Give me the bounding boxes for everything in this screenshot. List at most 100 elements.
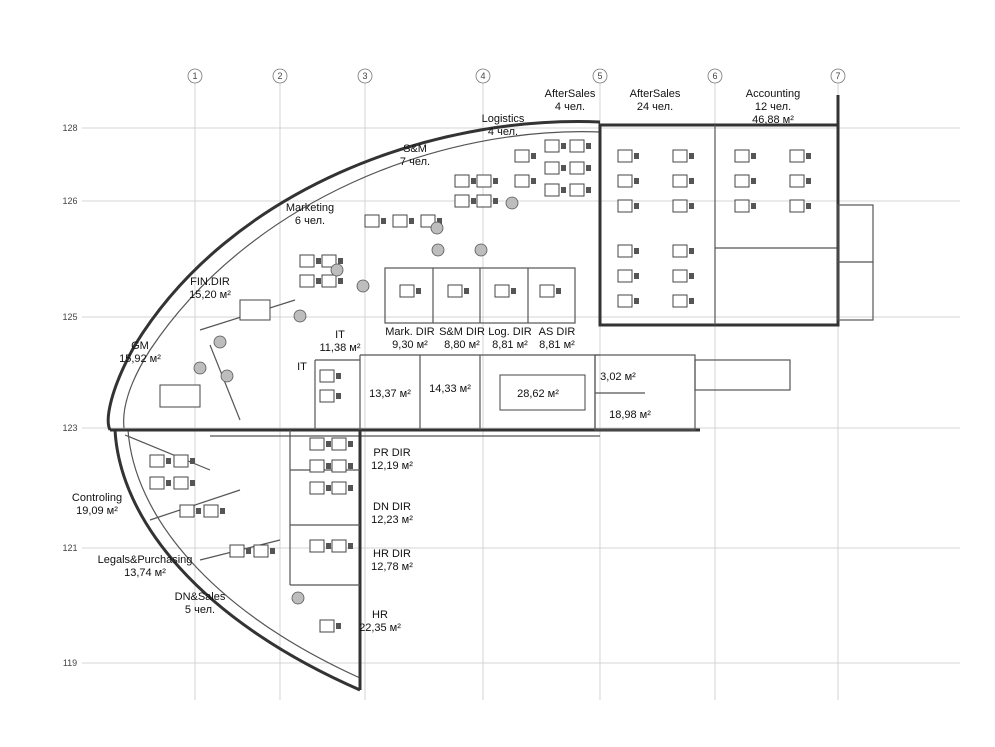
desk xyxy=(514,149,530,163)
grid-label-col: 1 xyxy=(192,71,197,81)
column-pillar xyxy=(505,196,519,210)
room-label-aftersales-4: 4 чел. xyxy=(555,101,585,113)
desk xyxy=(179,504,195,518)
room-label-fin-dir: FIN.DIR xyxy=(190,276,230,288)
fin-desk xyxy=(239,299,271,321)
room-label-pr-dir: PR DIR xyxy=(373,447,410,459)
grid-label-row: 121 xyxy=(62,543,77,553)
room-label-dn-sales: 5 чел. xyxy=(185,604,215,616)
chair xyxy=(751,203,756,209)
column-pillar xyxy=(330,263,344,277)
room-label-mark-dir: 9,30 м² xyxy=(392,339,428,351)
gm-wall xyxy=(209,344,241,421)
chair xyxy=(561,165,566,171)
desk xyxy=(309,539,325,553)
desk xyxy=(617,244,633,258)
room-label-it-room: 11,38 м² xyxy=(320,342,361,354)
room-label-legals: 13,74 м² xyxy=(124,567,166,579)
room-label-room-302: 3,02 м² xyxy=(600,371,636,383)
desk xyxy=(544,139,560,153)
room-label-fin-dir: 15,20 м² xyxy=(189,289,231,301)
room-label-meeting: 28,62 м² xyxy=(517,388,559,400)
chair xyxy=(689,273,694,279)
desk xyxy=(392,214,408,228)
desk xyxy=(494,284,510,298)
desk xyxy=(319,619,335,633)
meeting-table xyxy=(499,374,586,411)
chair xyxy=(634,153,639,159)
desk xyxy=(617,199,633,213)
desk xyxy=(253,544,269,558)
room-label-log-dir: Log. DIR xyxy=(488,326,531,338)
desk xyxy=(331,481,347,495)
desk xyxy=(447,284,463,298)
desk xyxy=(544,161,560,175)
desk xyxy=(173,476,189,490)
desk xyxy=(789,149,805,163)
chair xyxy=(190,458,195,464)
room-label-accounting: 12 чел. xyxy=(755,101,791,113)
room-label-controling: 19,09 м² xyxy=(76,505,118,517)
chair xyxy=(689,178,694,184)
room-label-mark-dir: Mark. DIR xyxy=(385,326,435,338)
column-pillar xyxy=(220,369,234,383)
chair xyxy=(326,543,331,549)
room-label-room-1337: 13,37 м² xyxy=(369,388,411,400)
chair xyxy=(689,153,694,159)
grid-label-row: 126 xyxy=(62,196,77,206)
room-label-marketing: 6 чел. xyxy=(295,215,325,227)
desk xyxy=(331,437,347,451)
chair xyxy=(751,178,756,184)
chair xyxy=(336,623,341,629)
room-label-log-dir: 8,81 м² xyxy=(492,339,528,351)
chair xyxy=(196,508,201,514)
room-label-accounting: 46,88 м² xyxy=(752,114,794,126)
chair xyxy=(634,273,639,279)
room-label-sm-dir: 8,80 м² xyxy=(444,339,480,351)
grid-marker-col xyxy=(830,68,846,84)
chair xyxy=(246,548,251,554)
inner-curved-wall xyxy=(123,131,601,429)
gm-desk xyxy=(159,384,201,408)
desk xyxy=(672,174,688,188)
column-pillar xyxy=(193,361,207,375)
desk xyxy=(476,194,492,208)
chair xyxy=(316,278,321,284)
column-pillar xyxy=(213,335,227,349)
desk xyxy=(299,274,315,288)
grid-marker-col xyxy=(707,68,723,84)
desk xyxy=(569,161,585,175)
desk xyxy=(617,294,633,308)
chair xyxy=(338,258,343,264)
desk xyxy=(309,459,325,473)
chair xyxy=(471,178,476,184)
room-label-dn-sales: DN&Sales xyxy=(175,591,226,603)
chair xyxy=(634,203,639,209)
desk xyxy=(229,544,245,558)
grid-label-col: 7 xyxy=(835,71,840,81)
room-label-gm: GM xyxy=(131,340,149,352)
chair xyxy=(493,198,498,204)
chair xyxy=(806,203,811,209)
grid-label-row: 125 xyxy=(62,312,77,322)
grid-marker-col xyxy=(357,68,373,84)
outer-curved-wall xyxy=(106,120,601,431)
desk xyxy=(539,284,555,298)
room-label-accounting: Accounting xyxy=(746,88,800,100)
desk xyxy=(399,284,415,298)
grid-label-row: 123 xyxy=(62,423,77,433)
desk xyxy=(319,389,335,403)
chair xyxy=(166,480,171,486)
chair xyxy=(437,218,442,224)
room-label-sm-dir: S&M DIR xyxy=(439,326,485,338)
grid-label-col: 3 xyxy=(362,71,367,81)
grid-label-col: 2 xyxy=(277,71,282,81)
chair xyxy=(190,480,195,486)
chair xyxy=(326,485,331,491)
chair xyxy=(689,248,694,254)
grid-marker-col xyxy=(187,68,203,84)
room-label-as-dir: 8,81 м² xyxy=(539,339,575,351)
chair xyxy=(689,298,694,304)
chair xyxy=(471,198,476,204)
